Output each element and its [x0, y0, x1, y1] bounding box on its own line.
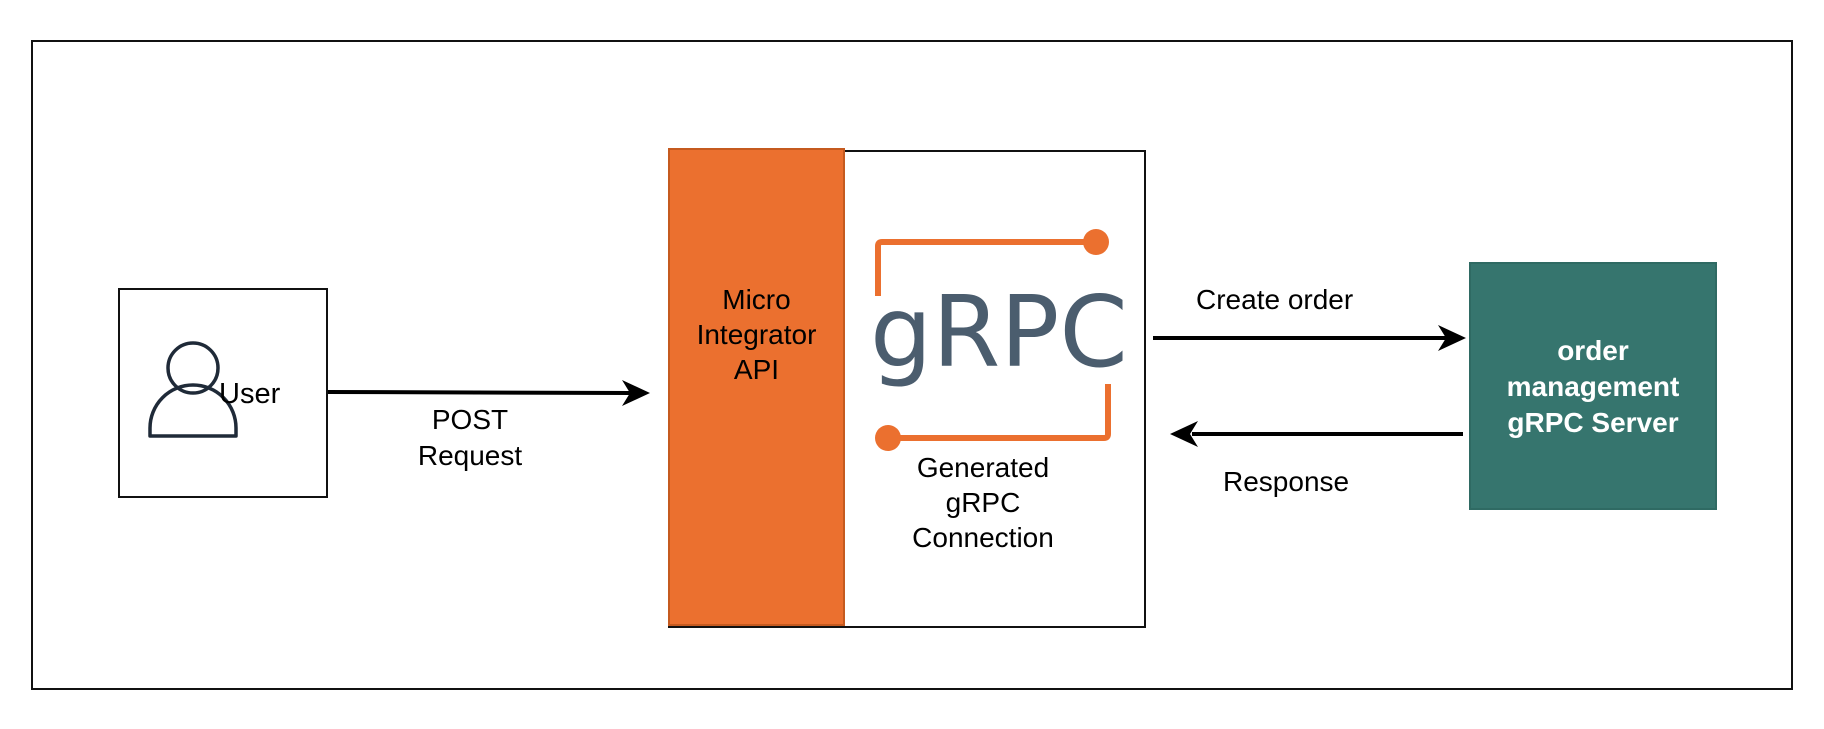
grpc-logo: gRPC — [870, 229, 1124, 451]
generated-grpc-connection-label: Generated gRPC Connection — [888, 450, 1078, 555]
user-icon — [148, 341, 238, 438]
post-request-arrow — [327, 380, 650, 406]
post-request-label: POST Request — [400, 402, 540, 474]
micro-integrator-panel — [668, 148, 845, 626]
server-line3: gRPC Server — [1507, 407, 1679, 438]
micro-integrator-line1: Micro — [722, 284, 791, 315]
order-management-server-label: order management gRPC Server — [1469, 333, 1717, 441]
server-line1: order — [1557, 335, 1629, 366]
create-order-arrow — [1153, 325, 1466, 351]
generated-line3: Connection — [912, 522, 1054, 553]
server-line2: management — [1506, 371, 1680, 402]
grpc-logo-text: gRPC — [870, 276, 1124, 390]
generated-line1: Generated — [916, 452, 1050, 483]
response-arrow — [1170, 421, 1463, 447]
user-box — [118, 288, 328, 498]
create-order-label: Create order — [1196, 284, 1354, 315]
micro-integrator-label: Micro Integrator API — [668, 282, 845, 387]
diagram-frame — [31, 40, 1793, 690]
micro-integrator-line3: API — [733, 354, 780, 385]
micro-integrator-line2: Integrator — [696, 319, 817, 350]
post-request-line1: POST — [431, 404, 509, 435]
post-request-line2: Request — [417, 440, 523, 471]
response-label: Response — [1223, 466, 1350, 497]
order-management-server-box — [1469, 262, 1717, 510]
user-label: User — [219, 378, 281, 410]
generated-line2: gRPC — [945, 487, 1021, 518]
